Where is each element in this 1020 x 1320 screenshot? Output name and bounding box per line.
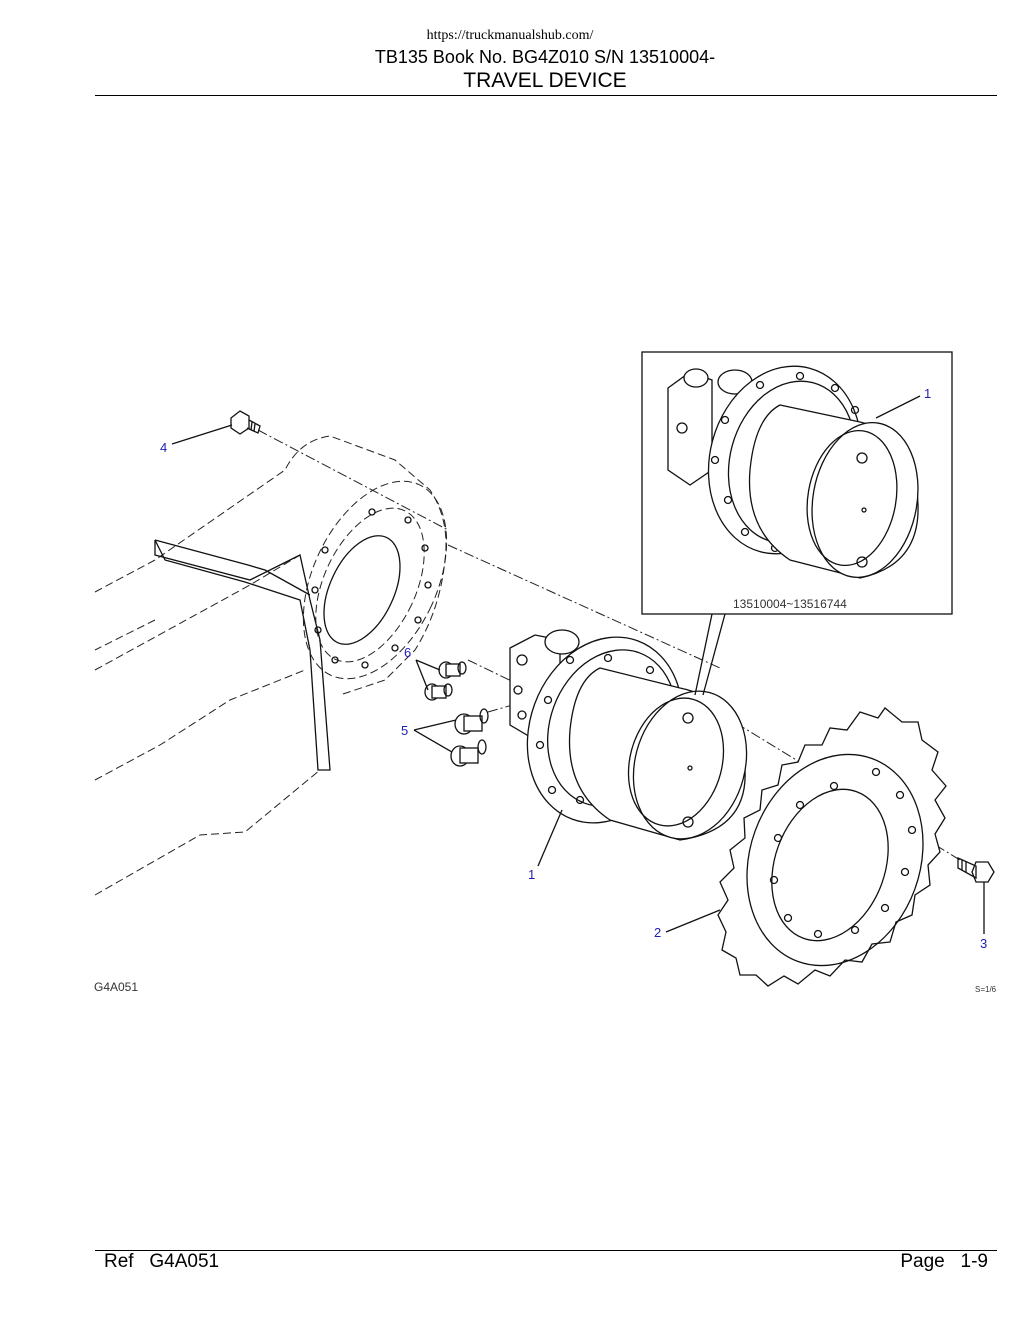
source-url: https://truckmanualshub.com/	[426, 28, 594, 43]
page-title: TRAVEL DEVICE	[463, 69, 627, 92]
scale-note: S=1/6	[975, 985, 997, 994]
callout-fitting-5: 5	[401, 723, 408, 738]
footer-reference: Ref G4A051	[104, 1251, 220, 1272]
sprocket	[717, 707, 947, 987]
sprocket-bolt	[957, 856, 995, 883]
figure-code: G4A051	[94, 980, 138, 994]
inset-detail	[641, 351, 953, 696]
fitting-5-lower	[450, 739, 487, 767]
callout-sprocket-bolt: 3	[980, 936, 987, 951]
motor-flange-holes	[535, 653, 655, 805]
hose-fittings	[424, 661, 489, 767]
footer-divider	[95, 1250, 997, 1251]
header-divider	[95, 95, 997, 96]
book-number-line: TB135 Book No. BG4Z010 S/N 13510004-	[374, 47, 716, 67]
fitting-6-lower	[424, 683, 453, 701]
callout-main-motor: 1	[528, 867, 535, 882]
travel-motor	[509, 629, 748, 841]
footer-page-number: Page 1-9	[900, 1251, 988, 1272]
callout-frame-bolt: 4	[160, 440, 167, 455]
inset-flange-holes	[710, 371, 860, 553]
callout-sprocket: 2	[654, 925, 661, 940]
frame-bolt	[230, 410, 261, 435]
track-frame	[94, 435, 448, 896]
fitting-5-upper	[454, 708, 489, 735]
sprocket-bolt-holes	[769, 767, 917, 939]
callout-fitting-6: 6	[404, 645, 411, 660]
inset-serial-range: 13510004~13516744	[733, 597, 847, 611]
frame-bolt-holes	[311, 508, 432, 669]
callout-inset-motor: 1	[924, 386, 931, 401]
fitting-6-upper	[438, 661, 467, 679]
leader-lines	[171, 395, 985, 934]
